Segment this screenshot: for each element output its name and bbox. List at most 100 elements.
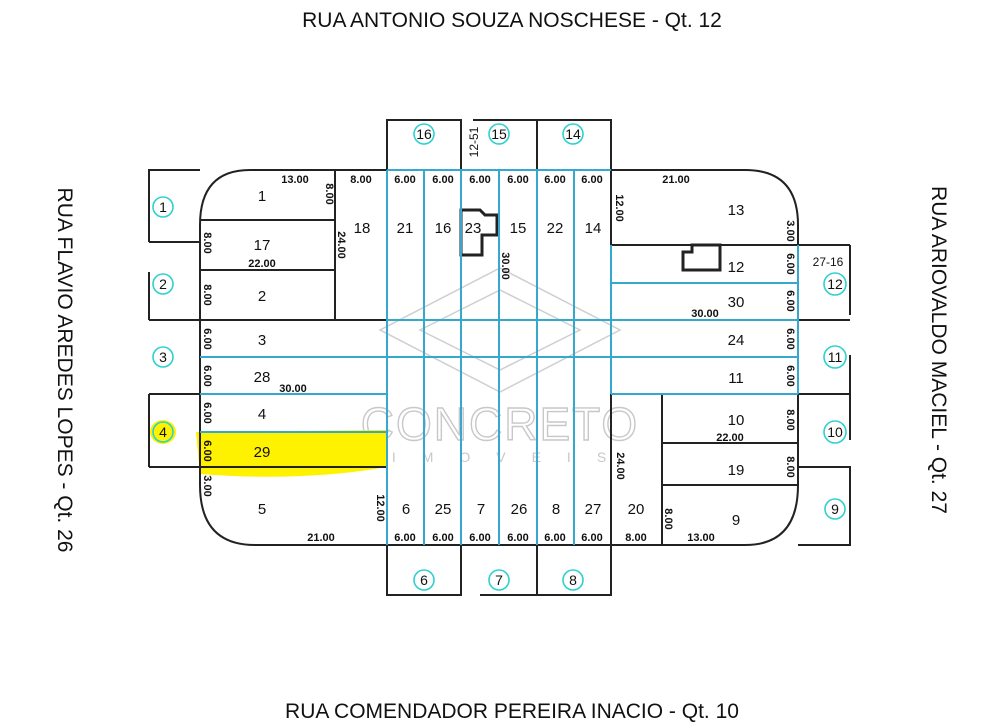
- dim-label: 6.00: [784, 253, 796, 274]
- lot-label-highlighted[interactable]: 29: [254, 444, 271, 461]
- neighbor-label: 8: [569, 572, 577, 588]
- neighbor-label: 4: [159, 424, 167, 440]
- neighbor-top-15[interactable]: 15: [488, 123, 510, 145]
- lot-label[interactable]: 4: [258, 406, 266, 423]
- neighbor-label: 1: [159, 199, 167, 215]
- lot-label[interactable]: 22: [547, 220, 564, 237]
- neighbor-left-1[interactable]: 1: [152, 196, 174, 218]
- dim-label: 6.00: [581, 174, 602, 186]
- dim-label: 6.00: [469, 174, 490, 186]
- neighbor-top-16[interactable]: 16: [413, 123, 435, 145]
- dim-label: 6.00: [394, 174, 415, 186]
- lot-label[interactable]: 26: [511, 501, 528, 518]
- dim-label: 13.00: [687, 532, 715, 544]
- subdivision-lines: [200, 169, 799, 545]
- neighbor-label: 15: [491, 126, 507, 142]
- dim-label: 24.00: [335, 231, 347, 259]
- neighbor-bottom-6[interactable]: 6: [413, 569, 435, 591]
- dim-label: 21.00: [307, 532, 335, 544]
- lot-label[interactable]: 21: [397, 220, 414, 237]
- lot-label[interactable]: 24: [728, 332, 745, 349]
- dim-label: 24.00: [614, 452, 626, 480]
- neighbor-label: 16: [416, 126, 432, 142]
- street-bottom: RUA COMENDADOR PEREIRA INACIO - Qt. 10: [285, 700, 739, 723]
- neighbor-label: 9: [831, 501, 839, 517]
- lot-label[interactable]: 3: [258, 332, 266, 349]
- neighbor-label: 12: [827, 276, 843, 292]
- dim-label: 22.00: [716, 432, 744, 444]
- dim-label: 8.00: [201, 232, 213, 253]
- lot-label[interactable]: 27: [585, 501, 602, 518]
- dim-label: 8.00: [784, 409, 796, 430]
- dim-label: 6.00: [784, 290, 796, 311]
- lot-label[interactable]: 1: [258, 188, 266, 205]
- lot-label[interactable]: 5: [258, 501, 266, 518]
- neighbor-left-4[interactable]: 4: [152, 421, 174, 443]
- neighbor-right-12[interactable]: 12: [823, 272, 847, 296]
- neighbor-label: 10: [827, 424, 843, 440]
- neighbor-label: 2: [159, 276, 167, 292]
- lot-label[interactable]: 11: [728, 370, 744, 387]
- neighbor-right-10[interactable]: 10: [823, 420, 847, 444]
- lot-label[interactable]: 20: [628, 501, 645, 518]
- neighbor-lot-markers: 16 15 14 6 7 8 1 2 3 4 12 11 10 9: [152, 123, 847, 591]
- neighbor-right-9[interactable]: 9: [824, 498, 846, 520]
- lot-label[interactable]: 7: [477, 501, 485, 518]
- neighbor-bottom-7[interactable]: 7: [488, 569, 510, 591]
- dim-label: 8.00: [201, 284, 213, 305]
- lot-label[interactable]: 13: [728, 202, 745, 219]
- dim-label: 6.00: [544, 174, 565, 186]
- neighbor-left-2[interactable]: 2: [152, 273, 174, 295]
- neighbor-bottom-8[interactable]: 8: [562, 569, 584, 591]
- lot-label[interactable]: 6: [402, 501, 410, 518]
- dim-label: 6.00: [507, 174, 528, 186]
- lot-label[interactable]: 30: [728, 294, 745, 311]
- lot-label[interactable]: 16: [435, 220, 452, 237]
- lot-label[interactable]: 23: [465, 220, 482, 237]
- dim-label: 8.00: [662, 508, 674, 529]
- dim-label: 6.00: [784, 365, 796, 386]
- neighbor-label: 7: [495, 572, 503, 588]
- lot-label[interactable]: 28: [254, 369, 271, 386]
- dim-label: 12.00: [374, 494, 386, 522]
- street-right: RUA ARIOVALDO MACIEL - Qt. 27: [927, 186, 950, 514]
- neighbor-right-11[interactable]: 11: [823, 345, 847, 369]
- street-left: RUA FLAVIO AREDES LOPES - Qt. 26: [53, 188, 76, 553]
- dim-label: 6.00: [432, 174, 453, 186]
- dim-label: 8.00: [625, 532, 646, 544]
- lot-labels: 1 17 2 18 21 16 23 15 22 14 13 12 30 24 …: [254, 188, 745, 529]
- neighbor-label: 3: [159, 349, 167, 365]
- neighbor-label: 11: [828, 349, 843, 365]
- dim-label: 3.00: [201, 475, 213, 496]
- neighbor-left-3[interactable]: 3: [152, 346, 174, 368]
- dim-label: 6.00: [507, 532, 528, 544]
- highlight-lot-29: [196, 430, 387, 477]
- lot-label[interactable]: 2: [258, 288, 266, 305]
- lot-label[interactable]: 19: [728, 462, 745, 479]
- dim-label: 6.00: [201, 402, 213, 423]
- dim-label: 8.00: [323, 183, 335, 204]
- neighbor-top-14[interactable]: 14: [562, 123, 584, 145]
- lot-label[interactable]: 17: [254, 237, 271, 254]
- dim-label: 30.00: [691, 308, 719, 320]
- dim-label: 6.00: [201, 328, 213, 349]
- lot-label[interactable]: 10: [728, 412, 745, 429]
- dim-label: 13.00: [281, 174, 309, 186]
- lot-label[interactable]: 15: [510, 220, 527, 237]
- lot-label[interactable]: 12: [728, 259, 745, 276]
- watermark-sub: IMOVEIS: [392, 449, 632, 465]
- lot-label[interactable]: 14: [585, 220, 602, 237]
- lot-label[interactable]: 8: [552, 501, 560, 518]
- dim-label: 6.00: [432, 532, 453, 544]
- dim-label: 8.00: [784, 456, 796, 477]
- dimension-labels: 13.00 8.00 6.00 6.00 6.00 6.00 6.00 6.00…: [201, 126, 844, 544]
- dim-label: 6.00: [581, 532, 602, 544]
- lot-label[interactable]: 25: [435, 501, 452, 518]
- dim-label: 30.00: [279, 383, 307, 395]
- dim-label: 8.00: [350, 174, 371, 186]
- dim-label: 6.00: [201, 440, 213, 461]
- lot-label[interactable]: 9: [732, 512, 740, 529]
- lot-label[interactable]: 18: [354, 220, 371, 237]
- reference-label: 27-16: [813, 255, 844, 269]
- neighbor-label: 6: [420, 572, 428, 588]
